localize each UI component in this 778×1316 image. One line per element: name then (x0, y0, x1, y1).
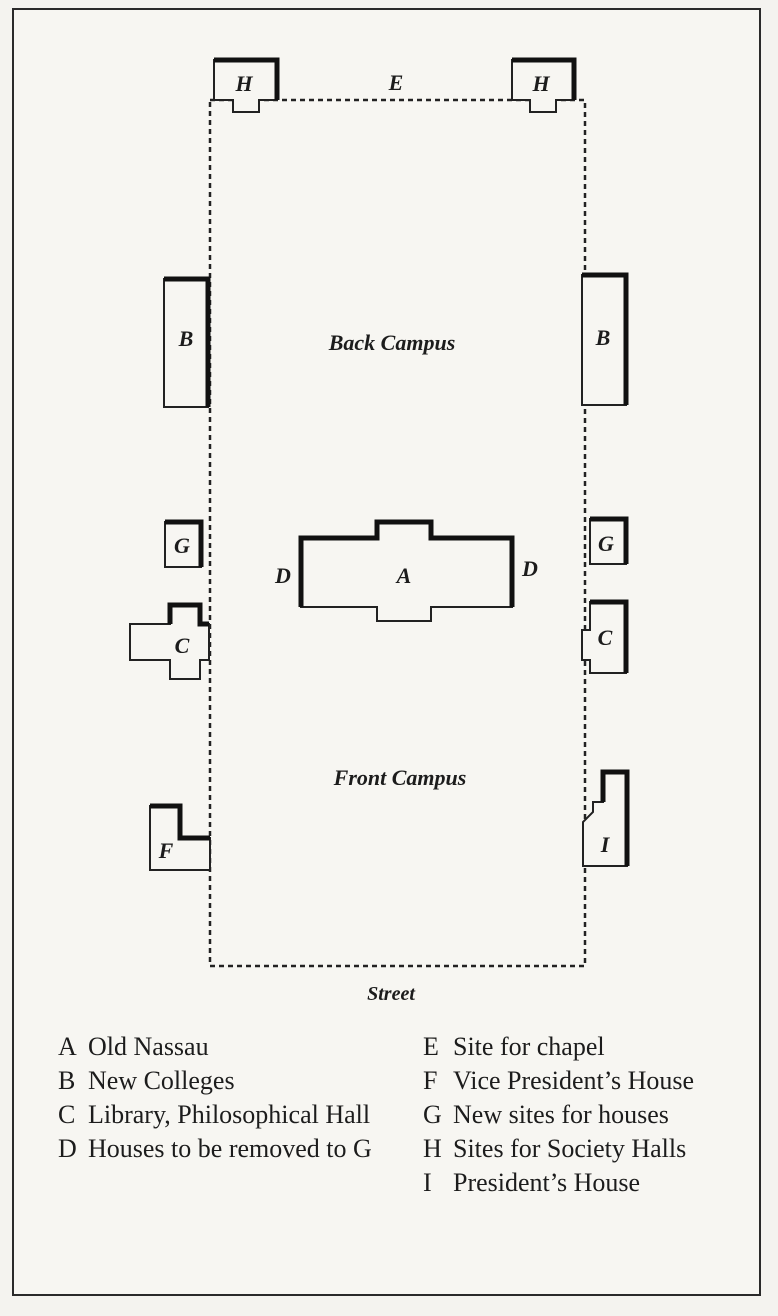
legend-text: Sites for Society Halls (453, 1134, 687, 1163)
legend-text: Houses to be removed to G (88, 1134, 372, 1163)
legend-item-c: C Library, Philosophical Hall (58, 1098, 388, 1132)
marker-b-right: B (595, 325, 611, 350)
marker-g-left: G (174, 533, 190, 558)
marker-f: F (158, 838, 174, 863)
legend-key: A (58, 1032, 77, 1061)
marker-i: I (600, 832, 611, 857)
legend-key: H (423, 1134, 442, 1163)
legend-item-e: E Site for chapel (423, 1030, 743, 1064)
legend-text: Old Nassau (88, 1032, 209, 1061)
legend-text: Site for chapel (453, 1032, 605, 1061)
building-i: I (582, 769, 630, 867)
building-h-right: H (511, 57, 577, 113)
legend-key: B (58, 1066, 76, 1095)
legend-item-a: A Old Nassau (58, 1030, 388, 1064)
marker-g-right: G (598, 531, 614, 556)
building-b-left: B (163, 276, 211, 408)
building-a-old-nassau: A (298, 519, 515, 622)
street-label: Street (367, 983, 416, 1005)
legend-text: President’s House (453, 1168, 641, 1197)
legend-item-i: I President’s House (423, 1166, 743, 1200)
building-h-left: H (213, 57, 280, 113)
building-g-right: G (589, 516, 629, 565)
marker-h-left: H (234, 71, 253, 96)
legend-item-h: H Sites for Society Halls (423, 1132, 743, 1166)
building-g-left: G (164, 519, 204, 568)
legend-item-f: F Vice President’s House (423, 1064, 743, 1098)
legend-text: Library, Philosophical Hall (88, 1100, 371, 1129)
marker-c-right: C (598, 625, 613, 650)
marker-d-left: D (274, 563, 291, 588)
legend-text: New sites for houses (453, 1100, 669, 1129)
building-f: F (149, 803, 211, 871)
legend-item-b: B New Colleges (58, 1064, 388, 1098)
legend-text: New Colleges (88, 1066, 235, 1095)
building-b-right: B (581, 272, 629, 406)
building-c-right: C (581, 599, 629, 674)
marker-d-right: D (521, 556, 538, 581)
marker-b-left: B (178, 326, 194, 351)
legend-item-g: G New sites for houses (423, 1098, 743, 1132)
zone-back-campus: Back Campus (328, 330, 456, 355)
legend-key: G (423, 1100, 442, 1129)
legend-key: C (58, 1100, 76, 1129)
legend-key: I (423, 1168, 432, 1197)
legend-key: E (423, 1032, 439, 1061)
legend-key: F (423, 1066, 438, 1095)
marker-a: A (395, 563, 412, 588)
legend-left: A Old Nassau B New Colleges C Library, P… (58, 1030, 388, 1166)
marker-e: E (388, 70, 404, 95)
marker-h-right: H (531, 71, 550, 96)
legend-right: E Site for chapel F Vice President’s Hou… (423, 1030, 743, 1200)
marker-c-left: C (175, 633, 190, 658)
legend-item-d: D Houses to be removed to G (58, 1132, 388, 1166)
legend-text: Vice President’s House (453, 1066, 695, 1095)
building-c-left: C (129, 602, 210, 680)
zone-front-campus: Front Campus (333, 765, 467, 790)
legend-key: D (58, 1134, 77, 1163)
